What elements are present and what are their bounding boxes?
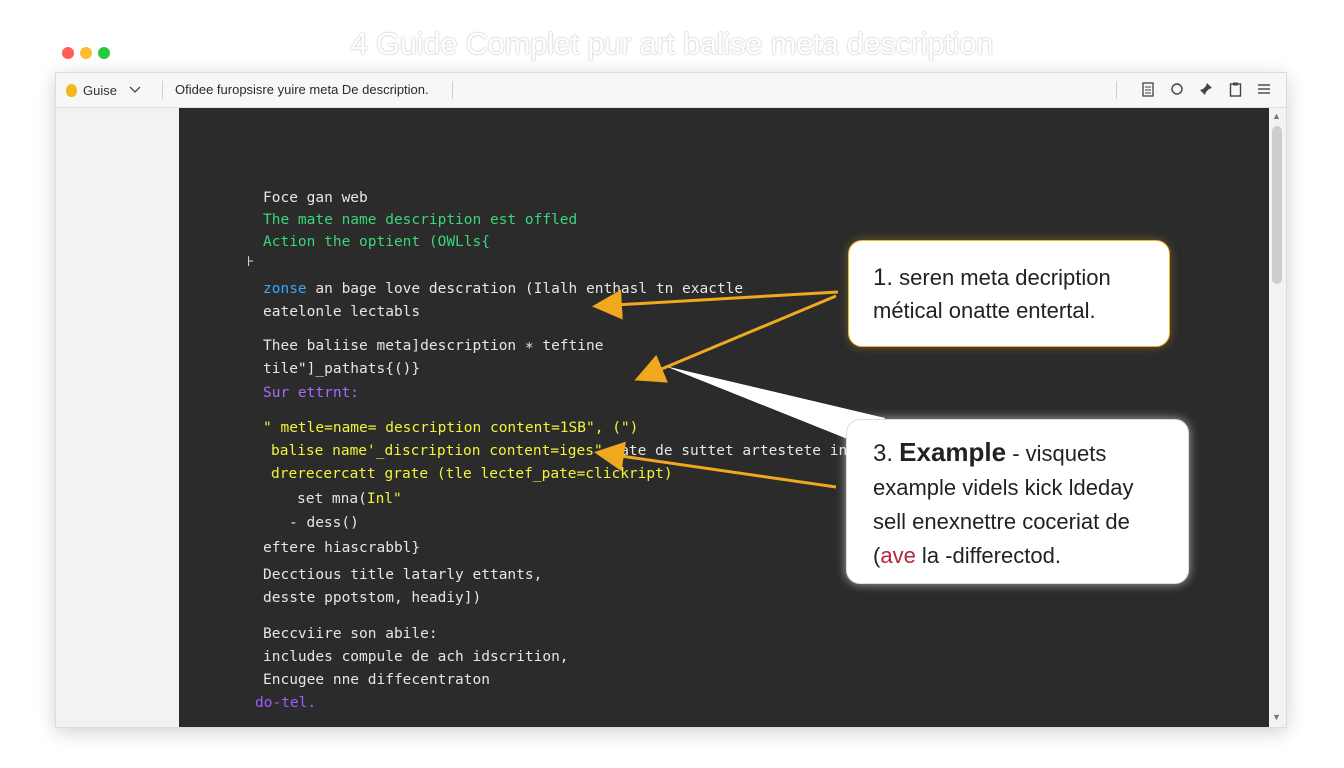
code-line: Decctious title latarly ettants, xyxy=(263,567,543,583)
callout-number: 1. xyxy=(873,264,894,291)
scrollbar-thumb[interactable] xyxy=(1272,126,1282,284)
callout-text: seren meta decription xyxy=(899,265,1111,290)
browser-window: Guise Ofidee furopsisre yuire meta De de… xyxy=(55,72,1287,728)
address-bar[interactable]: Ofidee furopsisre yuire meta De descript… xyxy=(175,82,429,97)
tab-dropdown[interactable]: Guise xyxy=(66,80,141,100)
tab-label: Guise xyxy=(83,82,117,98)
toolbar-tools xyxy=(1140,81,1272,97)
toolbar-divider xyxy=(452,81,453,99)
code-line: tile"]_pathats{()} xyxy=(263,361,421,377)
document-icon[interactable] xyxy=(1140,81,1156,97)
callout-text: ave xyxy=(880,543,916,568)
code-line: balise name'_discription content=iges". … xyxy=(271,443,874,459)
code-line: do-tel. xyxy=(255,695,317,711)
callout-text: ( xyxy=(873,543,881,568)
code-line: - dess() xyxy=(289,515,359,531)
hand-icon xyxy=(66,83,77,97)
callout-text: example videls kick ldeday xyxy=(873,475,1134,500)
code-editor[interactable]: ⊦ Foce gan web The mate name description… xyxy=(179,108,1269,727)
code-line: " metle=name= description content=1SB", … xyxy=(263,420,639,436)
code-line: eftere hiascrabbl} xyxy=(263,540,421,556)
pin-icon[interactable] xyxy=(1198,81,1214,97)
code-line: Action the optient (OWLls{ xyxy=(263,234,490,250)
code-line: Beccviire son abile: xyxy=(263,626,438,642)
circle-icon[interactable] xyxy=(1169,81,1185,97)
code-line: zonse an bage love descration (Ilalh ent… xyxy=(263,281,744,297)
minimize-window-button[interactable] xyxy=(80,47,92,59)
callout-text: - visquets xyxy=(1006,441,1107,466)
code-line: set mna(Inl" xyxy=(297,491,402,507)
toolbar-divider xyxy=(1116,81,1117,99)
scroll-up-icon[interactable]: ▲ xyxy=(1272,111,1281,121)
caret-marker: ⊦ xyxy=(247,254,255,270)
toolbar-divider xyxy=(162,81,163,99)
sidebar xyxy=(56,108,179,727)
code-line: The mate name description est offled xyxy=(263,212,578,228)
window-controls xyxy=(62,47,110,59)
callout-text: sell enexnettre coceriat de xyxy=(873,509,1130,534)
code-line: Encugee nne diffecentraton xyxy=(263,672,490,688)
code-line: drerecercatt grate (tle lectef_pate=clic… xyxy=(271,466,673,482)
close-window-button[interactable] xyxy=(62,47,74,59)
callout-box: 3. Example - visquets example videls kic… xyxy=(846,419,1189,584)
code-line: Thee baliise meta]description ∗ teftine xyxy=(263,338,604,354)
code-line: includes compule de ach idscrition, xyxy=(263,649,569,665)
scroll-down-icon[interactable]: ▼ xyxy=(1272,712,1281,722)
clipboard-icon[interactable] xyxy=(1227,81,1243,97)
chevron-down-icon xyxy=(129,83,141,97)
code-line: Foce gan web xyxy=(263,190,368,206)
code-line: desste ppotstom, headiy]) xyxy=(263,590,482,606)
callout-box: 1. seren meta decription métical onatte … xyxy=(848,240,1170,347)
menu-icon[interactable] xyxy=(1256,81,1272,97)
callout-text: la -differectod. xyxy=(915,543,1061,568)
zoom-window-button[interactable] xyxy=(98,47,110,59)
callout-text: métical onatte entertal. xyxy=(873,298,1096,323)
page-title: 4 Guide Complet pur art balise meta desc… xyxy=(350,26,994,61)
callout-number: 3. xyxy=(873,440,894,467)
vertical-scrollbar[interactable]: ▲ ▼ xyxy=(1269,108,1286,727)
code-line: eatelonle lectabls xyxy=(263,304,421,320)
code-line: Sur ettrnt: xyxy=(263,385,360,401)
callout-heading: Example xyxy=(899,437,1007,467)
toolbar: Guise Ofidee furopsisre yuire meta De de… xyxy=(56,73,1286,108)
